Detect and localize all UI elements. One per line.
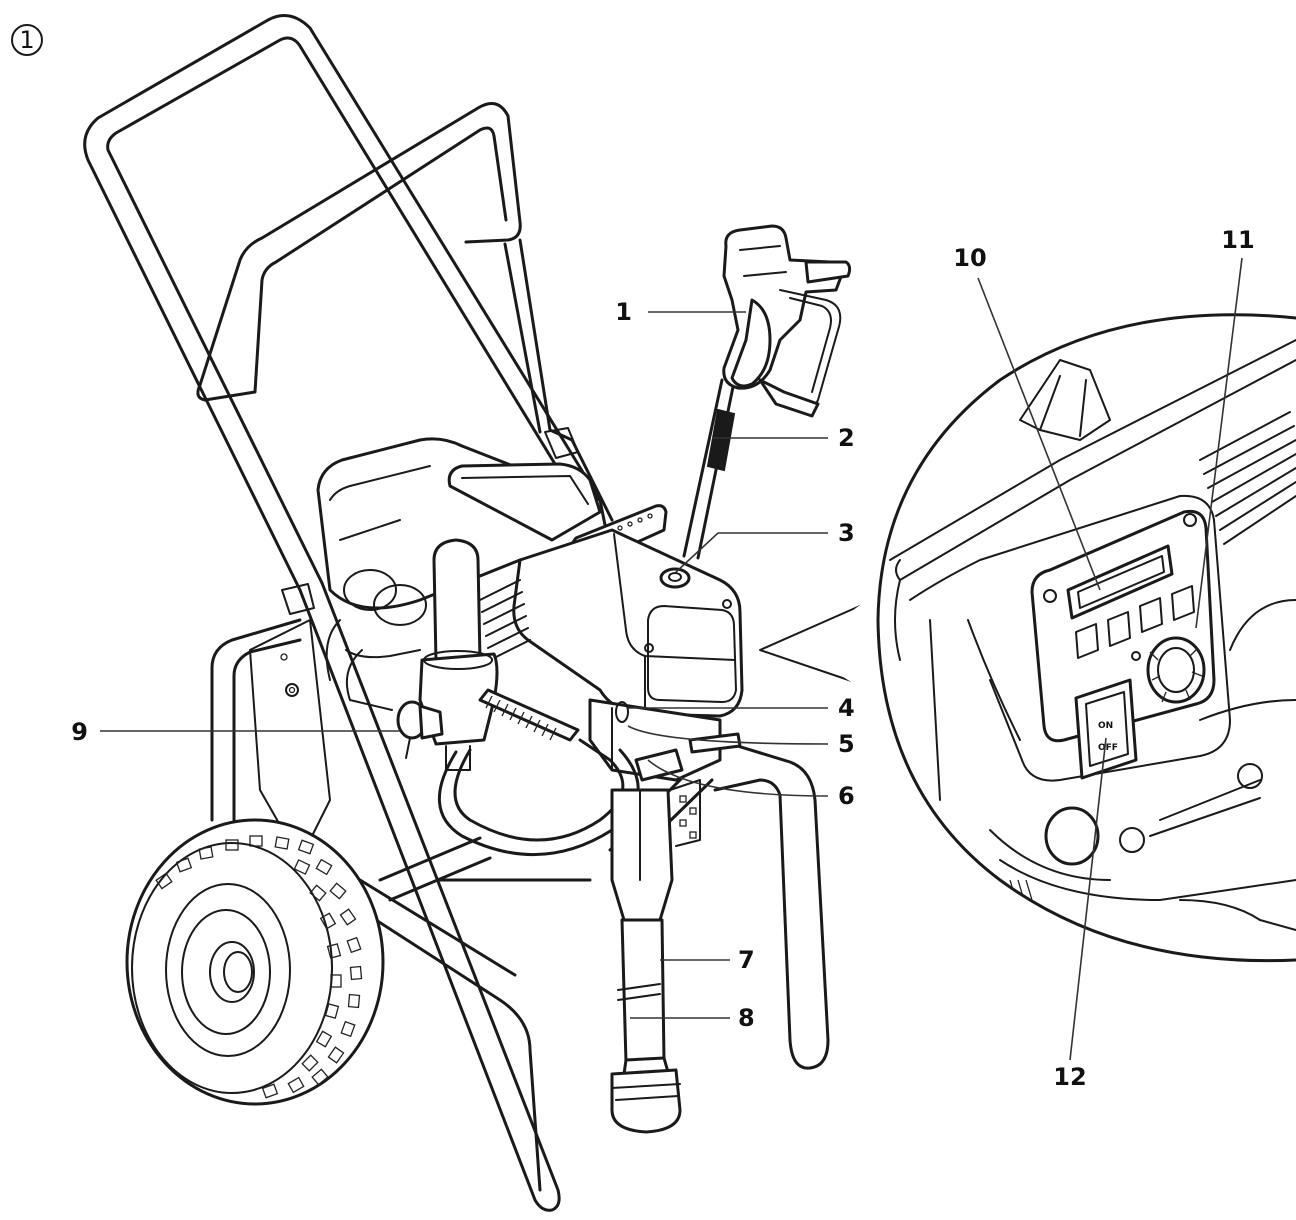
figure-number: 1 — [11, 24, 43, 56]
control-panel-detail: ON OFF — [759, 313, 1296, 963]
figure-number-text: 1 — [19, 26, 34, 54]
callout-12: 12 — [1053, 1063, 1086, 1091]
callout-9: 9 — [71, 718, 88, 746]
callout-labels: 1 2 3 4 5 6 7 8 9 10 11 12 — [71, 226, 1254, 1091]
callout-4: 4 — [838, 694, 855, 722]
cart-frame — [83, 14, 830, 1212]
callout-5: 5 — [838, 730, 855, 758]
pressure-filter — [325, 538, 640, 857]
callout-11: 11 — [1221, 226, 1254, 254]
suction-tube — [610, 732, 742, 1134]
motor-housing — [316, 437, 744, 782]
callout-10: 10 — [953, 244, 986, 272]
switch-on-label: ON — [1098, 721, 1113, 731]
callout-6: 6 — [838, 782, 855, 810]
callout-3: 3 — [838, 519, 855, 547]
switch-off-label: OFF — [1098, 743, 1118, 753]
leader-lines — [100, 257, 1243, 1061]
callout-7: 7 — [738, 946, 755, 974]
callout-2: 2 — [838, 424, 855, 452]
wheel — [125, 818, 385, 1106]
spray-gun — [682, 224, 852, 560]
callout-1: 1 — [615, 298, 632, 326]
callout-8: 8 — [738, 1004, 755, 1032]
